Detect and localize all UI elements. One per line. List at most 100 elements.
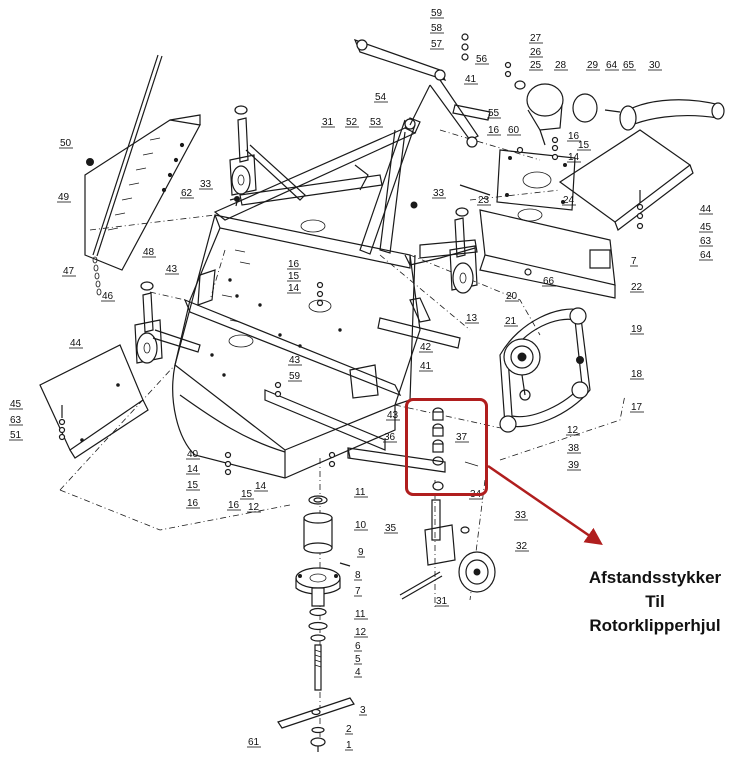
assembly-centerlines [59, 129, 626, 742]
part-number-44b: 44 [70, 338, 82, 349]
part-number-51: 51 [10, 430, 22, 441]
callout-label: Afstandsstykker Til Rotorklipperhjul [560, 566, 750, 638]
part-number-18: 18 [631, 369, 643, 380]
part-number-46: 46 [102, 291, 114, 302]
part-number-12c: 12 [355, 627, 367, 638]
part-number-6: 6 [355, 641, 361, 652]
part-number-3: 3 [360, 705, 366, 716]
part-number-53: 53 [370, 117, 382, 128]
part-number-41a: 41 [465, 74, 477, 85]
part-number-11b: 11 [355, 609, 366, 620]
part-number-39: 39 [568, 460, 580, 471]
part-number-14c: 14 [187, 464, 199, 475]
part-number-48: 48 [143, 247, 155, 258]
part-number-56: 56 [476, 54, 488, 65]
part-number-41b: 41 [420, 361, 432, 372]
part-number-11a: 11 [355, 487, 366, 498]
part-number-14b: 14 [288, 283, 300, 294]
part-number-16b: 16 [568, 131, 580, 142]
part-number-64a: 64 [606, 60, 618, 71]
gearbox-plate-24 [496, 149, 576, 211]
part-number-61: 61 [248, 737, 260, 748]
part-number-15b: 15 [288, 271, 300, 282]
part-number-25: 25 [530, 60, 542, 71]
part-number-20: 20 [506, 291, 518, 302]
part-number-8: 8 [355, 570, 361, 581]
part-number-15c: 15 [187, 480, 199, 491]
part-number-47: 47 [63, 266, 75, 277]
gearbox-28 [514, 80, 564, 146]
part-number-22: 22 [631, 282, 643, 293]
part-number-66: 66 [543, 276, 555, 287]
part-number-59b: 59 [289, 371, 301, 382]
part-number-59: 59 [431, 8, 443, 19]
part-number-63b: 63 [10, 415, 22, 426]
part-number-33b: 33 [433, 188, 445, 199]
part-number-64b: 64 [700, 250, 712, 261]
part-number-7a: 7 [631, 256, 637, 267]
part-number-33a: 33 [200, 179, 212, 190]
callout-line-1: Afstandsstykker [588, 568, 722, 587]
part-number-7b: 7 [355, 586, 361, 597]
deck-housing [172, 214, 476, 479]
part-number-13: 13 [466, 313, 478, 324]
wheel-spacers-37 [432, 407, 444, 491]
belt-cover-plate-7 [479, 208, 616, 299]
part-number-21: 21 [505, 316, 517, 327]
part-number-55: 55 [488, 108, 500, 119]
part-number-14a: 14 [568, 152, 580, 163]
part-number-16c: 16 [288, 259, 300, 270]
part-number-32: 32 [516, 541, 528, 552]
part-number-2: 2 [346, 724, 352, 735]
gauge-wheel-32 [399, 499, 496, 600]
part-number-62: 62 [181, 188, 193, 199]
part-number-4: 4 [355, 667, 361, 678]
part-number-16e: 16 [228, 500, 240, 511]
guard-plate-44-left [39, 344, 149, 459]
caster-wheel-rear-left [229, 105, 306, 201]
part-number-50: 50 [60, 138, 72, 149]
part-number-31a: 31 [322, 117, 334, 128]
part-number-65: 65 [623, 60, 635, 71]
part-number-43c: 43 [387, 410, 399, 421]
part-number-17: 17 [631, 402, 643, 413]
part-number-27: 27 [530, 33, 542, 44]
part-number-23: 23 [478, 195, 490, 206]
spacer-highlight-box [405, 398, 488, 496]
pto-shaft-30 [572, 93, 725, 131]
part-number-14d: 14 [255, 481, 267, 492]
part-number-49: 49 [58, 192, 70, 203]
side-plate-48 [84, 54, 201, 296]
callout-line-3: Rotorklipperhjul [589, 616, 721, 635]
part-number-5: 5 [355, 654, 361, 665]
part-number-45b: 45 [10, 399, 22, 410]
part-number-30: 30 [649, 60, 661, 71]
caster-wheel-rear-right [419, 207, 478, 294]
a-frame-hitch [213, 38, 491, 255]
part-number-44a: 44 [700, 204, 712, 215]
part-number-19: 19 [631, 324, 643, 335]
callout-arrow [487, 464, 603, 545]
part-number-43a: 43 [166, 264, 178, 275]
part-number-28: 28 [555, 60, 567, 71]
part-number-43b: 43 [289, 355, 301, 366]
part-number-33c: 33 [515, 510, 527, 521]
part-number-15d: 15 [241, 489, 253, 500]
part-number-52: 52 [346, 117, 358, 128]
part-number-54: 54 [375, 92, 387, 103]
part-number-37: 37 [456, 432, 468, 443]
part-number-57: 57 [431, 39, 443, 50]
callout-line-2: Til [645, 592, 665, 611]
wheel-arm-36 [347, 447, 479, 473]
part-number-12a: 12 [567, 425, 579, 436]
caster-wheel-front-left [134, 281, 201, 364]
part-number-35: 35 [385, 523, 397, 534]
part-number-58: 58 [431, 23, 443, 34]
part-number-26: 26 [530, 47, 542, 58]
part-number-63a: 63 [700, 236, 712, 247]
part-number-31b: 31 [436, 596, 448, 607]
misc-bars [229, 184, 491, 349]
blade-spindle-stack [277, 495, 355, 752]
part-number-24: 24 [563, 195, 575, 206]
